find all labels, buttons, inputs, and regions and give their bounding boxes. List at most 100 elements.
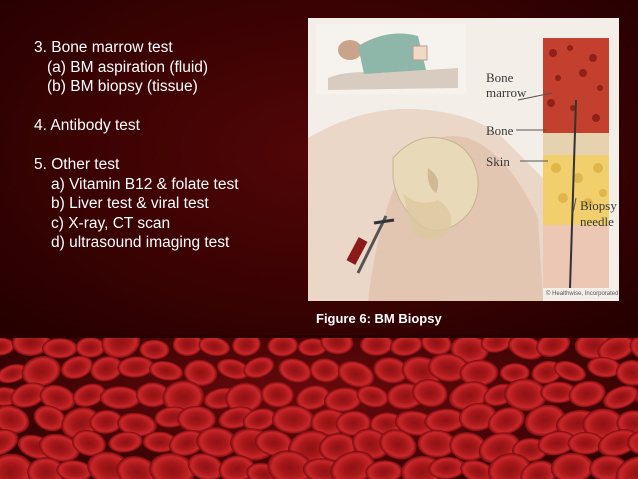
red-blood-cell <box>460 459 496 479</box>
red-blood-cell <box>21 355 61 387</box>
red-blood-cell <box>172 338 203 357</box>
red-blood-cell <box>360 338 394 356</box>
red-blood-cell <box>142 431 178 453</box>
red-blood-cell <box>108 431 143 453</box>
red-blood-cell <box>480 338 513 353</box>
red-blood-cell <box>535 338 571 358</box>
red-blood-cell <box>424 408 466 433</box>
red-blood-cell <box>41 338 78 359</box>
red-blood-cell <box>116 455 159 479</box>
red-blood-cell <box>255 429 294 457</box>
red-blood-cell <box>587 356 622 378</box>
red-blood-cell <box>168 429 206 457</box>
copyright-credit: © Healthwise, Incorporated <box>546 290 618 297</box>
red-blood-cell <box>448 381 490 411</box>
red-blood-cell <box>27 457 65 479</box>
red-blood-cell <box>394 410 436 436</box>
red-blood-cell <box>449 432 487 461</box>
red-blood-cell <box>117 412 157 437</box>
red-blood-cell <box>89 409 123 434</box>
red-blood-cell <box>337 360 375 388</box>
test-list: 3. Bone marrow test (a) BM aspiration (f… <box>34 38 304 253</box>
red-blood-cell <box>603 385 638 410</box>
red-blood-cell <box>0 453 34 479</box>
red-blood-cell <box>243 356 275 379</box>
red-blood-cell <box>33 405 66 432</box>
red-blood-cell <box>323 387 363 413</box>
red-blood-cell <box>597 338 636 362</box>
pelvis-illustration <box>392 136 479 240</box>
red-blood-cell <box>162 380 205 414</box>
red-blood-cell <box>504 378 547 412</box>
red-blood-cell <box>615 456 638 479</box>
red-blood-cell <box>356 385 389 408</box>
red-blood-cell <box>553 360 587 382</box>
red-blood-cell <box>0 405 30 434</box>
red-blood-cell <box>487 407 525 435</box>
label-needle-2: needle <box>580 214 614 229</box>
red-blood-cell <box>225 382 264 414</box>
red-blood-cell <box>568 380 606 408</box>
red-blood-cell <box>379 429 417 460</box>
red-blood-cell <box>232 338 261 357</box>
label-bone-marrow-2: marrow <box>486 85 527 100</box>
item-bm-aspiration: (a) BM aspiration (fluid) <box>47 58 209 76</box>
red-blood-cell <box>520 460 557 479</box>
red-blood-cell <box>60 355 93 380</box>
label-bone-marrow-1: Bone <box>486 70 514 85</box>
red-blood-cell <box>0 338 15 356</box>
item-xray-ct: c) X-ray, CT scan <box>51 214 171 232</box>
red-blood-cell <box>550 452 594 479</box>
red-blood-cell <box>417 429 456 458</box>
item-bm-biopsy: (b) BM biopsy (tissue) <box>47 78 198 95</box>
item-antibody-test: 4. Antibody test <box>34 117 140 134</box>
red-blood-cell <box>101 338 141 359</box>
figure-caption: Figure 6: BM Biopsy <box>316 311 442 326</box>
red-blood-cell <box>567 431 604 455</box>
item-ultrasound: d) ultrasound imaging test <box>51 234 230 251</box>
red-blood-cell <box>597 429 638 457</box>
red-blood-cell <box>412 379 448 408</box>
red-blood-cell <box>218 455 256 479</box>
red-blood-cell <box>99 386 141 410</box>
red-blood-cell <box>427 353 469 382</box>
red-blood-cell <box>615 359 638 386</box>
red-blood-cell <box>309 358 341 383</box>
red-blood-cell <box>10 382 47 408</box>
red-blood-cell <box>11 338 51 357</box>
red-blood-cell <box>295 385 330 411</box>
red-blood-cell <box>216 358 251 380</box>
red-blood-cell <box>38 433 81 462</box>
red-blood-cell <box>71 430 106 457</box>
red-blood-cell <box>450 338 489 364</box>
red-blood-cell <box>267 338 299 357</box>
red-blood-cell <box>267 450 314 479</box>
red-blood-cell <box>458 402 497 432</box>
red-blood-cell <box>135 382 170 408</box>
red-blood-cell <box>242 408 277 431</box>
red-blood-cell <box>271 405 315 434</box>
bm-biopsy-figure: Bone marrow Bone Skin Biopsy needle © He… <box>308 18 619 301</box>
red-blood-cell <box>187 453 224 479</box>
red-blood-cell <box>428 456 466 479</box>
item-bone-marrow-test: 3. Bone marrow test <box>34 39 173 56</box>
red-blood-cell <box>278 358 312 383</box>
red-blood-cell <box>39 384 76 412</box>
red-blood-cell <box>117 356 155 378</box>
red-blood-cell <box>389 338 423 357</box>
red-blood-cell <box>320 338 354 355</box>
red-blood-cell <box>330 450 375 479</box>
red-blood-cell <box>148 360 184 381</box>
red-blood-cell <box>0 364 28 384</box>
red-blood-cell <box>177 405 216 433</box>
red-blood-cell <box>0 429 19 457</box>
item-liver-test: b) Liver test & viral test <box>51 195 209 212</box>
red-blood-cell <box>297 338 328 357</box>
red-blood-cell <box>540 381 577 404</box>
biopsy-needle-illustration <box>346 215 395 274</box>
patient-thumbnail <box>316 24 466 94</box>
item-vitamin-test: a) Vitamin B12 & folate test <box>51 175 239 193</box>
red-blood-cell <box>139 339 170 360</box>
red-blood-cell <box>626 429 638 456</box>
bone-cross-section <box>543 38 609 289</box>
